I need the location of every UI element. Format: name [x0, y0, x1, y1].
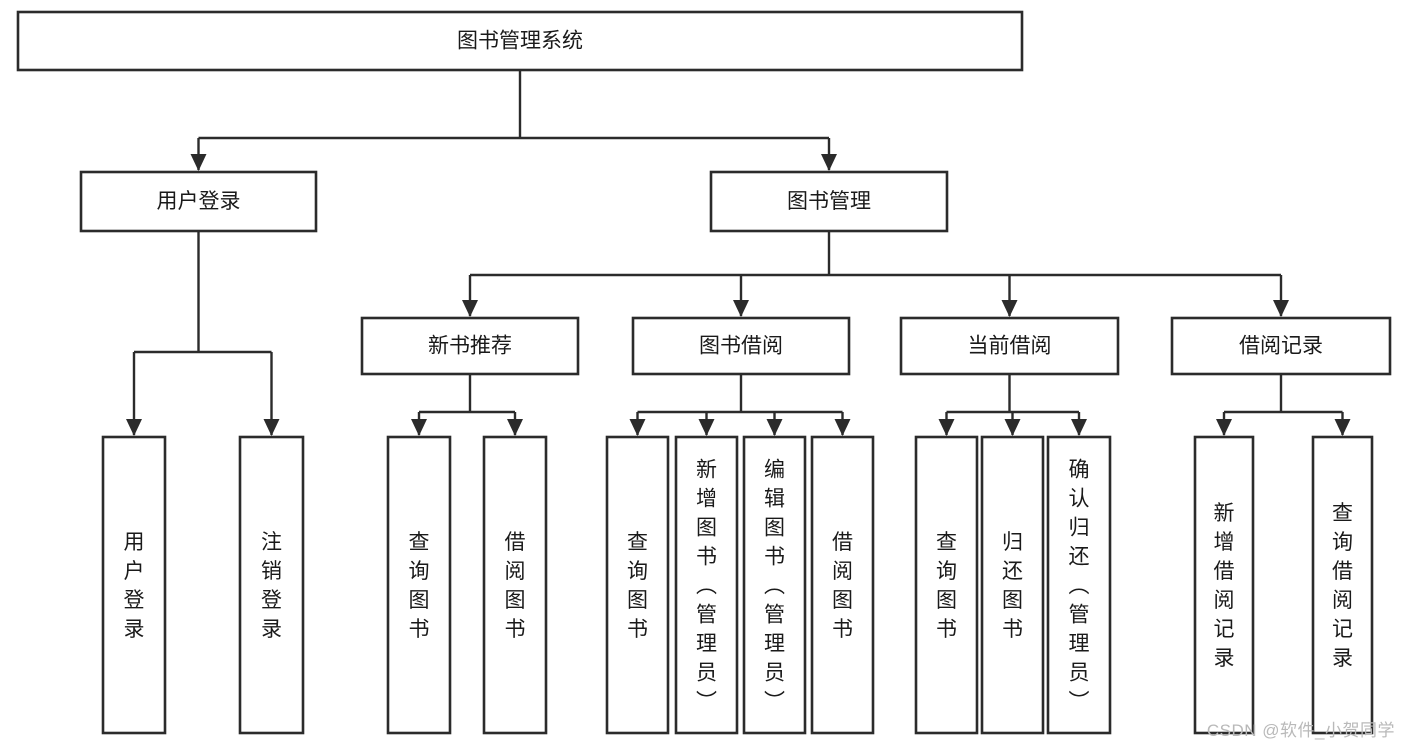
leaf-node-新增借阅记录-11-label: 新增借阅记录	[1214, 502, 1235, 670]
leaf-node-借阅图书-7-rect[interactable]	[810, 435, 875, 735]
leaf-node-查询图书-8-label: 查询图书	[936, 531, 957, 641]
leaf-node-借阅图书-3[interactable]: 借阅图书	[482, 435, 548, 735]
csdn-watermark: CSDN @软件_小贺同学	[1206, 721, 1395, 740]
root-node-图书管理系统-label: 图书管理系统	[457, 30, 583, 53]
node-layer: 图书管理系统用户登录图书管理新书推荐图书借阅当前借阅借阅记录用户登录注销登录查询…	[16, 10, 1392, 735]
leaves-of-用户登录-arrow-0	[126, 419, 142, 436]
level2-node-图书管理-label: 图书管理	[787, 190, 871, 213]
leaf-node-注销登录-1[interactable]: 注销登录	[238, 435, 305, 735]
level2-node-用户登录-label: 用户登录	[157, 190, 241, 213]
leaves-of-借阅记录-arrow-0	[1216, 419, 1232, 436]
leaf-node-查询借阅记录-12-label: 查询借阅记录	[1332, 502, 1353, 670]
leaf-node-用户登录-0-label: 用户登录	[124, 531, 145, 641]
level2-node-图书管理[interactable]: 图书管理	[709, 170, 949, 233]
leaves-of-图书借阅-arrow-1	[698, 419, 715, 436]
level3-node-当前借阅-rect[interactable]	[899, 316, 1120, 376]
leaf-node-新增借阅记录-11[interactable]: 新增借阅记录	[1193, 435, 1255, 735]
leaf-node-查询图书-8-rect[interactable]	[914, 435, 979, 735]
level3-node-新书推荐-label: 新书推荐	[428, 335, 512, 358]
leaves-of-新书推荐-arrow-0	[411, 419, 427, 436]
leaves-of-用户登录-arrow-1	[263, 419, 280, 436]
leaf-node-新增图书管理员-5-rect[interactable]	[674, 435, 739, 735]
book-mgmt-to-level3-arrow-0	[462, 300, 478, 317]
leaf-node-查询图书-4-rect[interactable]	[605, 435, 670, 735]
leaf-node-查询借阅记录-12[interactable]: 查询借阅记录	[1311, 435, 1374, 735]
root-to-level2-arrow-1	[821, 154, 837, 171]
level3-node-新书推荐[interactable]: 新书推荐	[360, 316, 580, 376]
book-mgmt-to-level3-arrow-2	[1001, 300, 1018, 317]
level2-node-图书管理-rect[interactable]	[709, 170, 949, 233]
leaf-node-归还图书-9-label: 归还图书	[1002, 531, 1023, 641]
leaf-node-归还图书-9-rect[interactable]	[980, 435, 1045, 735]
leaf-node-注销登录-1-rect[interactable]	[238, 435, 305, 735]
connector-layer	[126, 70, 1351, 436]
level2-node-用户登录-rect[interactable]	[79, 170, 318, 233]
leaf-node-新增借阅记录-11-rect[interactable]	[1193, 435, 1255, 735]
leaves-of-图书借阅-arrow-2	[766, 419, 783, 436]
level3-node-借阅记录-rect[interactable]	[1170, 316, 1392, 376]
level3-node-借阅记录[interactable]: 借阅记录	[1170, 316, 1392, 376]
leaves-of-当前借阅-arrow-0	[938, 419, 955, 436]
leaf-node-查询借阅记录-12-rect[interactable]	[1311, 435, 1374, 735]
leaf-node-确认归还管理员-10[interactable]: 确认归还︵管理员︶	[1046, 435, 1112, 735]
level2-node-用户登录[interactable]: 用户登录	[79, 170, 318, 233]
leaves-of-新书推荐-arrow-1	[507, 419, 523, 436]
level3-node-新书推荐-rect[interactable]	[360, 316, 580, 376]
leaf-node-用户登录-0-rect[interactable]	[101, 435, 167, 735]
leaf-node-注销登录-1-label: 注销登录	[261, 531, 282, 641]
leaf-node-借阅图书-7[interactable]: 借阅图书	[810, 435, 875, 735]
book-mgmt-to-level3-arrow-1	[733, 300, 749, 317]
leaf-node-查询图书-4[interactable]: 查询图书	[605, 435, 670, 735]
leaf-node-查询图书-2-rect[interactable]	[386, 435, 452, 735]
leaf-node-查询图书-2[interactable]: 查询图书	[386, 435, 452, 735]
level3-node-当前借阅[interactable]: 当前借阅	[899, 316, 1120, 376]
leaf-node-借阅图书-3-rect[interactable]	[482, 435, 548, 735]
level3-node-图书借阅-label: 图书借阅	[699, 335, 783, 358]
leaf-node-编辑图书管理员-6-rect[interactable]	[742, 435, 807, 735]
root-node-图书管理系统-rect[interactable]	[16, 10, 1024, 72]
leaf-node-用户登录-0[interactable]: 用户登录	[101, 435, 167, 735]
root-to-level2-arrow-0	[190, 154, 207, 171]
leaf-node-确认归还管理员-10-rect[interactable]	[1046, 435, 1112, 735]
leaf-node-编辑图书管理员-6-label: 编辑图书︵管理员︶	[764, 459, 785, 714]
level3-node-图书借阅[interactable]: 图书借阅	[631, 316, 851, 376]
level3-node-借阅记录-label: 借阅记录	[1239, 335, 1323, 358]
leaf-node-借阅图书-3-label: 借阅图书	[505, 531, 526, 641]
leaf-node-查询图书-2-label: 查询图书	[409, 531, 430, 641]
book-mgmt-to-level3-arrow-3	[1273, 300, 1289, 317]
leaves-of-图书借阅-arrow-3	[834, 419, 851, 436]
leaf-node-归还图书-9[interactable]: 归还图书	[980, 435, 1045, 735]
leaf-node-借阅图书-7-label: 借阅图书	[832, 531, 853, 641]
leaf-node-查询图书-8[interactable]: 查询图书	[914, 435, 979, 735]
level3-node-图书借阅-rect[interactable]	[631, 316, 851, 376]
leaves-of-当前借阅-arrow-2	[1071, 419, 1087, 436]
leaf-node-查询图书-4-label: 查询图书	[627, 531, 648, 641]
leaves-of-当前借阅-arrow-1	[1004, 419, 1021, 436]
leaf-node-新增图书管理员-5-label: 新增图书︵管理员︶	[696, 459, 717, 714]
leaves-of-图书借阅-arrow-0	[629, 419, 646, 436]
leaves-of-借阅记录-arrow-1	[1334, 419, 1351, 436]
leaf-node-编辑图书管理员-6[interactable]: 编辑图书︵管理员︶	[742, 435, 807, 735]
leaf-node-确认归还管理员-10-label: 确认归还︵管理员︶	[1069, 459, 1090, 714]
level3-node-当前借阅-label: 当前借阅	[968, 335, 1052, 358]
root-node-图书管理系统[interactable]: 图书管理系统	[16, 10, 1024, 72]
leaf-node-新增图书管理员-5[interactable]: 新增图书︵管理员︶	[674, 435, 739, 735]
